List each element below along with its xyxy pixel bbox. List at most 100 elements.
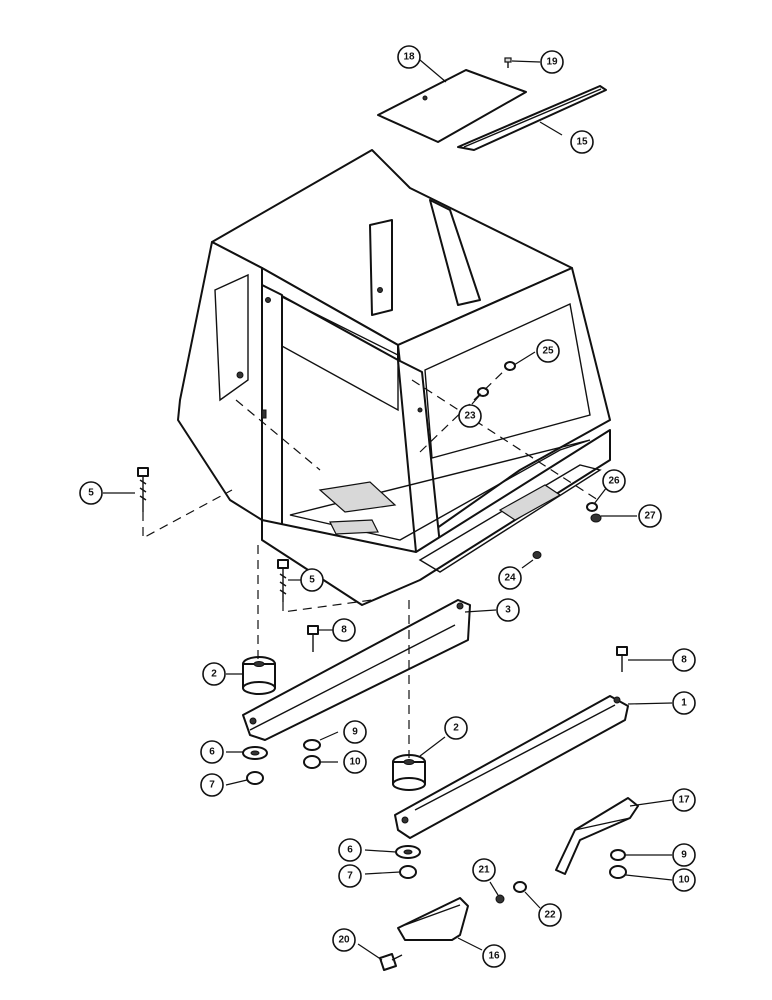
callout-circle: [570, 130, 594, 154]
callout-22: 22: [538, 903, 562, 927]
callout-circle: [338, 838, 362, 862]
callout-label: 1: [681, 698, 687, 709]
callout-circle: [200, 773, 224, 797]
callout-label: 18: [403, 52, 415, 63]
callout-3: 3: [496, 598, 520, 622]
callout-9: 9: [343, 720, 367, 744]
screw-part-19: [504, 57, 512, 68]
callout-label: 7: [347, 871, 353, 882]
callout-label: 17: [678, 795, 690, 806]
callout-circle: [332, 928, 356, 952]
callout-circle: [397, 45, 421, 69]
nut-part-24: [532, 551, 542, 559]
callout-label: 22: [544, 910, 556, 921]
callout-circle: [343, 750, 367, 774]
bolt-part-8-left: [307, 625, 319, 652]
bracket-part-17: [555, 797, 639, 875]
washer-part-9-right: [610, 849, 626, 861]
callout-label: 8: [341, 625, 347, 636]
callout-label: 20: [338, 935, 350, 946]
callout-label: 9: [352, 727, 358, 738]
callout-label: 10: [349, 757, 361, 768]
callout-circle: [672, 868, 696, 892]
washer-part-6-right: [395, 845, 421, 859]
callout-2: 2: [444, 716, 468, 740]
callout-circle: [672, 788, 696, 812]
fastener-part-25: [504, 361, 516, 371]
nut-part-27: [590, 513, 602, 523]
mount-bracket-part-1: [394, 695, 629, 839]
callout-label: 24: [504, 573, 516, 584]
callout-25: 25: [536, 339, 560, 363]
callout-label: 9: [681, 850, 687, 861]
washer-part-9-left: [303, 739, 321, 751]
callout-label: 5: [309, 575, 315, 586]
bolt-part-8-right: [616, 646, 628, 672]
callout-label: 3: [505, 605, 511, 616]
isolator-part-2-left: [242, 656, 276, 695]
nut-part-7-left: [246, 771, 264, 785]
callout-circle: [482, 944, 506, 968]
callout-circle: [444, 716, 468, 740]
callout-circle: [672, 648, 696, 672]
callout-26: 26: [602, 469, 626, 493]
isolator-part-2-right: [392, 754, 426, 791]
callout-6: 6: [200, 740, 224, 764]
bolt-part-5-rear: [137, 467, 149, 512]
callout-7: 7: [200, 773, 224, 797]
callout-label: 26: [608, 476, 620, 487]
callout-label: 6: [209, 747, 215, 758]
callout-circle: [538, 903, 562, 927]
callout-circle: [338, 864, 362, 888]
callout-20: 20: [332, 928, 356, 952]
callout-label: 15: [576, 137, 588, 148]
seal-strip-part-15: [457, 85, 607, 151]
roof-panel-part-18: [377, 69, 527, 143]
callout-label: 16: [488, 951, 500, 962]
callout-5: 5: [300, 568, 324, 592]
callout-circle: [472, 858, 496, 882]
cab-frame: [177, 149, 611, 606]
callout-circle: [79, 481, 103, 505]
nut-part-22: [513, 881, 527, 893]
callout-19: 19: [540, 50, 564, 74]
callout-label: 10: [678, 875, 690, 886]
callout-circle: [200, 740, 224, 764]
callout-8: 8: [672, 648, 696, 672]
callout-label: 25: [542, 346, 554, 357]
callout-2: 2: [202, 662, 226, 686]
callout-27: 27: [638, 504, 662, 528]
callout-1: 1: [672, 691, 696, 715]
callout-circle: [540, 50, 564, 74]
callout-label: 5: [88, 488, 94, 499]
nut-part-21: [495, 894, 505, 904]
bolt-part-20: [379, 953, 403, 971]
callout-label: 8: [681, 655, 687, 666]
callout-label: 6: [347, 845, 353, 856]
callout-circle: [602, 469, 626, 493]
callout-circle: [536, 339, 560, 363]
callout-5: 5: [79, 481, 103, 505]
washer-part-6-left: [242, 746, 268, 760]
callout-8: 8: [332, 618, 356, 642]
callout-circle: [496, 598, 520, 622]
callout-24: 24: [498, 566, 522, 590]
callout-circle: [300, 568, 324, 592]
callout-label: 2: [453, 723, 459, 734]
callout-label: 2: [211, 669, 217, 680]
callout-6: 6: [338, 838, 362, 862]
callout-7: 7: [338, 864, 362, 888]
callout-10: 10: [343, 750, 367, 774]
callout-9: 9: [672, 843, 696, 867]
callout-circle: [672, 691, 696, 715]
callout-label: 21: [478, 865, 490, 876]
callout-circle: [498, 566, 522, 590]
callout-circle: [202, 662, 226, 686]
alignment-lines: [142, 369, 599, 758]
callout-23: 23: [458, 404, 482, 428]
callout-label: 7: [209, 780, 215, 791]
nut-part-10-right: [609, 865, 627, 879]
callout-circle: [638, 504, 662, 528]
